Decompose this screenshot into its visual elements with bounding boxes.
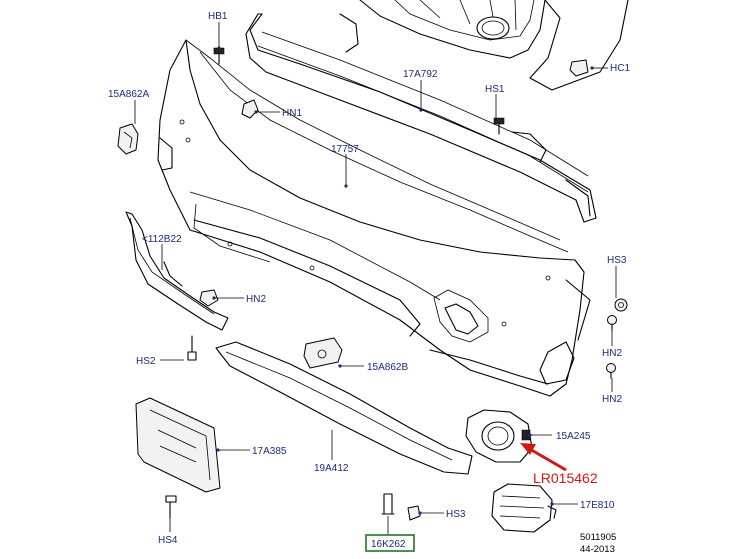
- label-hs3-bottom: HS3: [446, 509, 466, 520]
- date-code: 44-2013: [580, 544, 615, 555]
- part-highlight-box: [365, 534, 415, 552]
- clip-hn2-left: [199, 289, 219, 307]
- label-hn1: HN1: [282, 108, 302, 119]
- clip-hc1: [569, 59, 589, 77]
- clip-hs3-bottom: [407, 505, 421, 521]
- badge-icon: [476, 16, 510, 40]
- label-15a245: 15A245: [556, 431, 591, 442]
- screw-hs2: [187, 335, 197, 361]
- bracket-15a862b: [303, 337, 343, 369]
- label-15a862a: 15A862A: [108, 89, 149, 100]
- bumper-cover: [157, 39, 591, 397]
- bolt-hb1: [213, 47, 225, 65]
- label-highlight-part: LR015462: [533, 470, 598, 486]
- leader-dots: [212, 46, 594, 515]
- label-17757: 17757: [331, 144, 359, 155]
- label-hs2: HS2: [136, 356, 156, 367]
- skid-plate-19a412: [215, 341, 473, 475]
- fastener-16k262: [381, 493, 395, 515]
- label-hc1: HC1: [610, 63, 630, 74]
- label-17a385: 17A385: [252, 446, 287, 457]
- drawing-number: 5011905: [580, 532, 616, 543]
- label-hs1: HS1: [485, 84, 505, 95]
- label-19a412: 19A412: [314, 463, 349, 474]
- label-16k262: 16K262: [371, 539, 406, 550]
- front-grille: [359, 0, 629, 91]
- clip-hn1: [241, 99, 259, 119]
- clip-hs3-right: [614, 298, 628, 312]
- screw-hs4: [165, 495, 177, 519]
- label-112b22: <112B22: [142, 234, 182, 245]
- bracket-15a862a: [117, 123, 139, 155]
- screw-hs1: [493, 117, 505, 135]
- label-hn2-right-upper: HN2: [602, 348, 622, 359]
- label-17a792: 17A792: [403, 69, 438, 80]
- label-hn2-left: HN2: [246, 294, 266, 305]
- fog-lamp-bezel: [465, 409, 533, 463]
- label-hs3-right: HS3: [607, 255, 627, 266]
- bumper-beam: [245, 13, 597, 223]
- label-hb1: HB1: [208, 11, 228, 22]
- license-bracket-17a385: [135, 397, 221, 493]
- label-17e810: 17E810: [580, 500, 615, 511]
- clip-hn2-right-upper: [607, 315, 617, 331]
- label-15a862b: 15A862B: [367, 362, 408, 373]
- highlight-arrow-icon: [520, 443, 567, 472]
- clip-hn2-right-lower: [606, 363, 616, 379]
- label-hs4: HS4: [158, 535, 178, 546]
- leader-lines: [134, 22, 617, 534]
- fog-lamp: [491, 483, 557, 533]
- deflector-112b22: [125, 211, 229, 331]
- label-hn2-right-lower: HN2: [602, 394, 622, 405]
